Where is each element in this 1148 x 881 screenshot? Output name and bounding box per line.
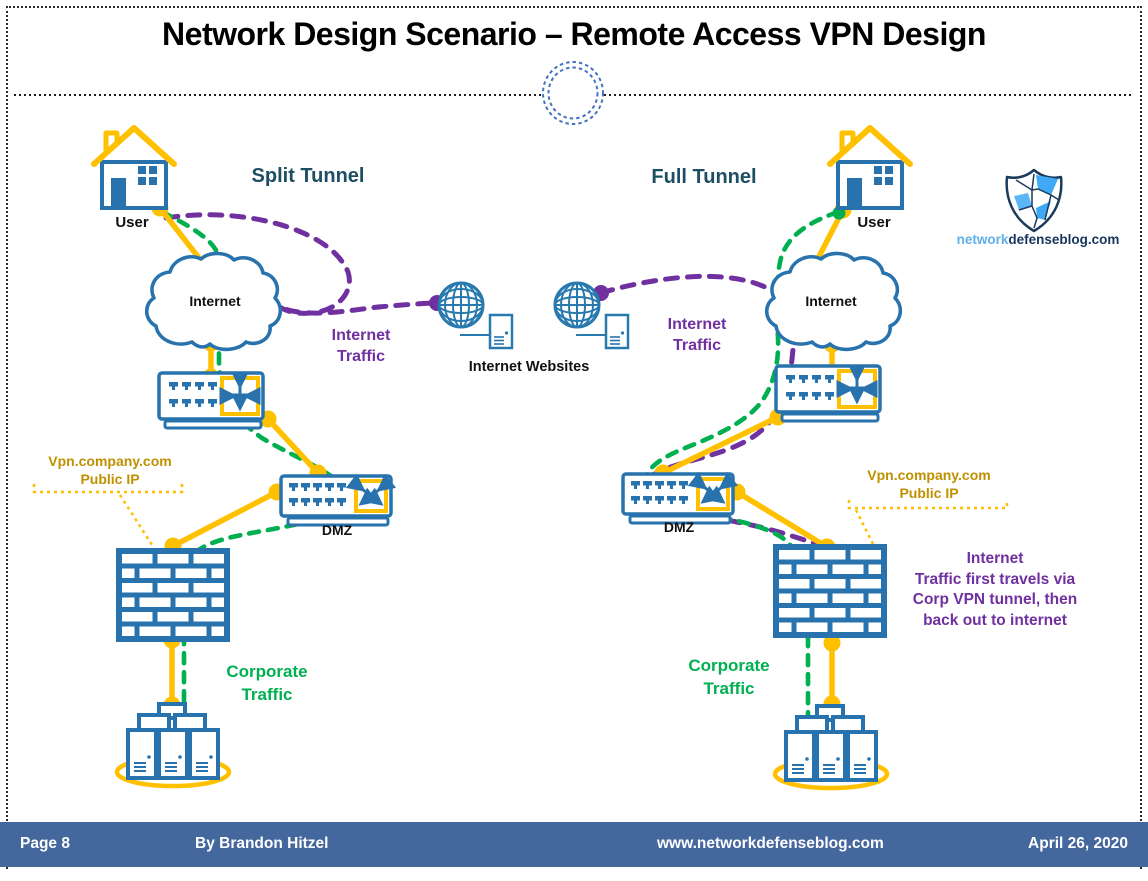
full-vpn-callout-label: Vpn.company.com Public IP [867, 466, 990, 502]
home-icon [830, 128, 910, 208]
split-user-label: User [115, 214, 149, 231]
split-vpn-line1: Vpn.company.com [48, 453, 172, 469]
split-internet-traffic-path [163, 212, 435, 316]
dashed-ring-icon [542, 61, 604, 125]
full-vpn-line1: Vpn.company.com [867, 467, 991, 483]
split-cloud-label: Internet [189, 293, 241, 309]
home-icon [94, 128, 174, 208]
dmz-switch-icon [623, 474, 733, 523]
firewall-icon [776, 547, 884, 635]
split-dmz-label: DMZ [321, 522, 353, 538]
page-title: Network Design Scenario – Remote Access … [162, 16, 986, 52]
split-internet-traffic-line1: Internet [331, 327, 391, 344]
full-internet-traffic-label: Internet Traffic [668, 314, 727, 356]
globe-icon [553, 281, 601, 329]
logo-wordmark-part2: defenseblog.com [1008, 232, 1120, 247]
split-corporate-line1: Corporate [226, 662, 308, 681]
shield-logo-icon [1005, 168, 1063, 233]
server-stack-icon [775, 706, 887, 788]
full-corporate-line1: Corporate [688, 656, 770, 675]
note-line2: Traffic first travels via [914, 570, 1076, 588]
full-user-label: User [857, 214, 891, 231]
full-dmz-label: DMZ [663, 519, 695, 535]
server-stack-icon [117, 704, 229, 786]
footer-author: By Brandon Hitzel [195, 835, 329, 852]
logo-wordmark-part1: network [956, 232, 1009, 247]
split-internet-traffic-label: Internet Traffic [332, 325, 391, 367]
full-internet-traffic-line2: Traffic [672, 337, 722, 354]
dmz-switch-icon [281, 476, 391, 525]
full-corporate-line2: Traffic [703, 679, 755, 698]
footer-date: April 26, 2020 [1028, 835, 1128, 852]
note-line3: Corp VPN tunnel, then [912, 591, 1078, 608]
footer-page-number: Page 8 [20, 835, 70, 852]
split-tunnel-heading: Split Tunnel [251, 165, 365, 187]
split-corporate-traffic-label: Corporate Traffic [226, 660, 307, 706]
full-corporate-traffic-label: Corporate Traffic [688, 654, 769, 700]
full-internet-traffic-line1: Internet [667, 316, 727, 333]
split-vpn-line2: Public IP [80, 471, 140, 487]
vpn-callout-lines [32, 484, 1009, 549]
note-line1: Internet [966, 550, 1024, 567]
footer-bar: Page 8 By Brandon Hitzel www.networkdefe… [0, 822, 1148, 867]
firewall-icon [119, 551, 227, 639]
full-vpn-line2: Public IP [899, 485, 959, 501]
footer-website: www.networkdefenseblog.com [657, 835, 884, 852]
split-corporate-line2: Traffic [241, 685, 293, 704]
globe-icon [437, 281, 485, 329]
router-icon [159, 373, 263, 428]
logo-wordmark: networkdefenseblog.com [957, 232, 1120, 247]
split-vpn-callout-label: Vpn.company.com Public IP [48, 452, 171, 488]
full-cloud-label: Internet [805, 293, 857, 309]
internet-websites-label: Internet Websites [468, 359, 590, 375]
split-internet-traffic-line2: Traffic [336, 348, 386, 365]
router-icon [776, 366, 880, 421]
note-line4: back out to internet [923, 611, 1067, 629]
full-tunnel-heading: Full Tunnel [651, 166, 757, 188]
full-tunnel-note: Internet Traffic first travels via Corp … [913, 549, 1077, 631]
